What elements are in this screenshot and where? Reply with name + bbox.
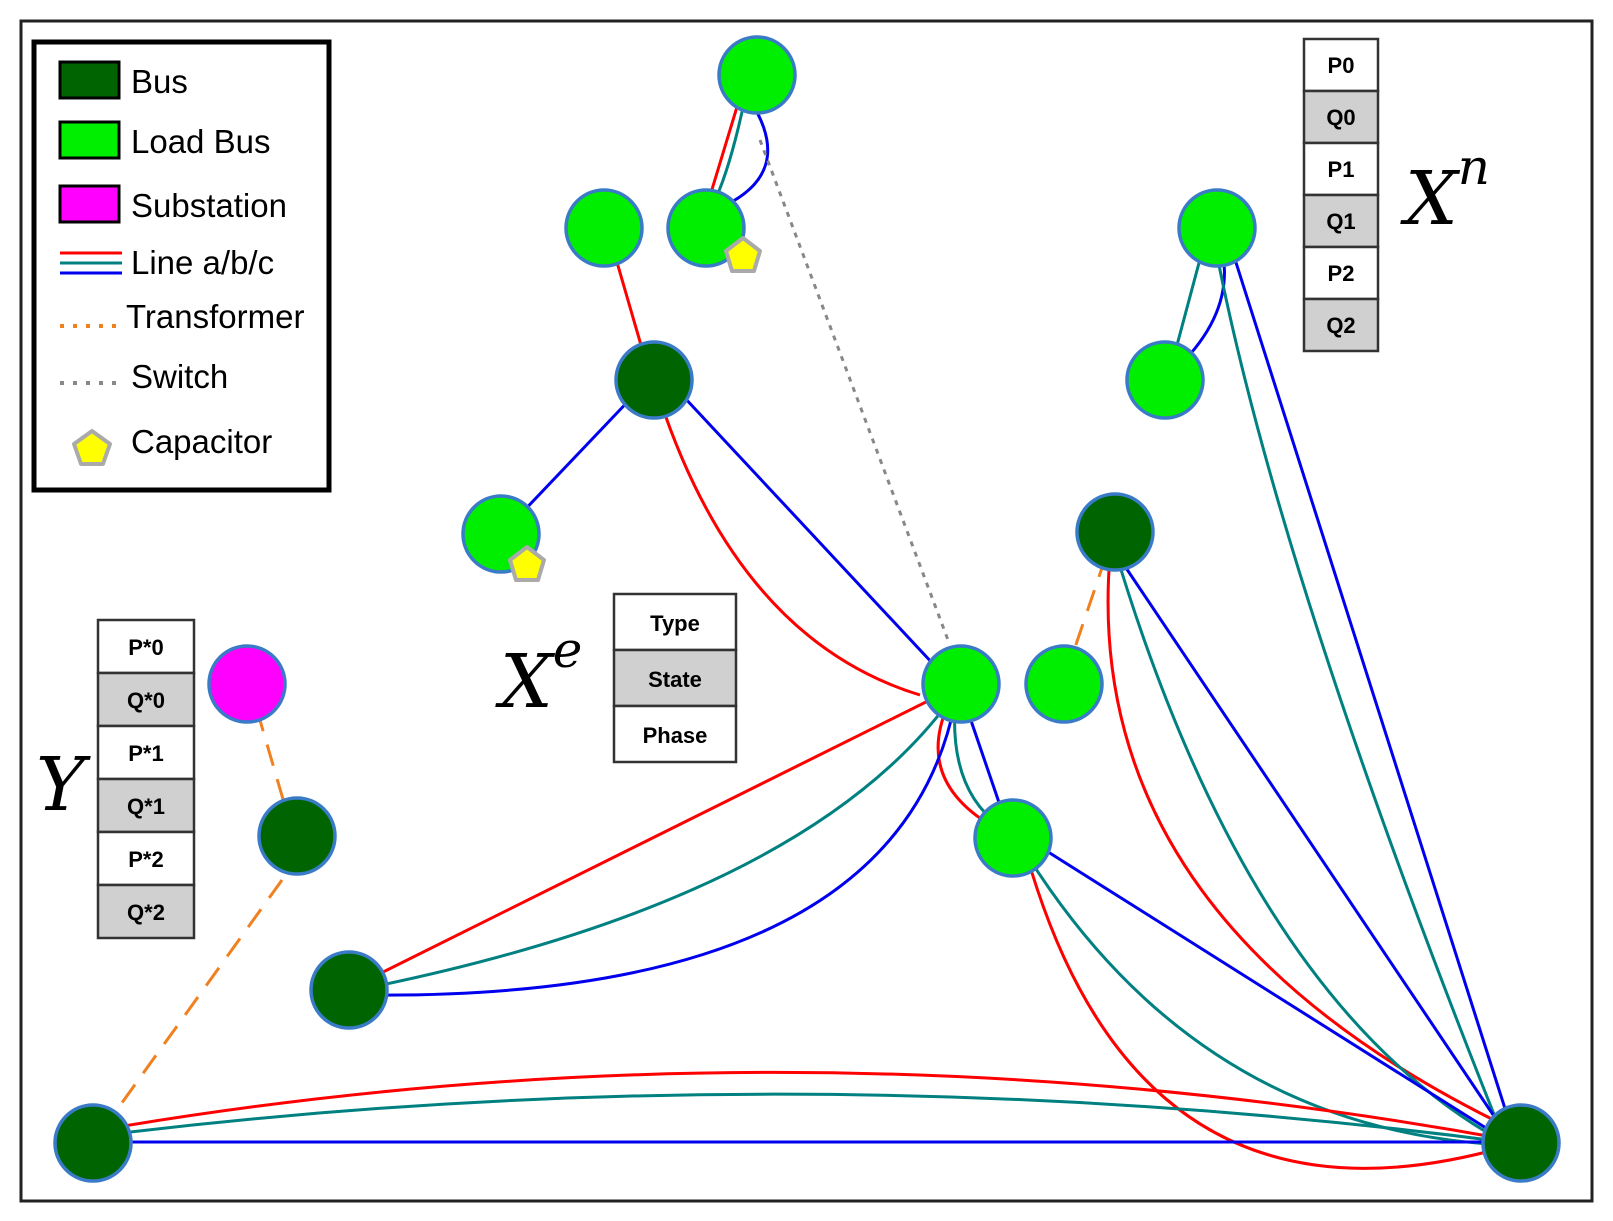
- legend-label-transformer: Transformer: [126, 298, 304, 335]
- target-feature-cell: Q*0: [127, 688, 165, 713]
- bus-node: [614, 340, 694, 420]
- line-c-edge: [1114, 552, 1512, 1141]
- dark-green-box-icon: [58, 60, 121, 100]
- target-feature-cell: Q*1: [127, 794, 165, 819]
- edges-layer: [99, 96, 1517, 1170]
- line-b-edge: [1214, 249, 1507, 1143]
- load-bus-node: [1024, 644, 1104, 724]
- node-feature-table: P0 Q0 P1 Q1 P2 Q2: [1302, 37, 1380, 353]
- legend: Bus Load Bus Substation Line a/b/c Trans…: [31, 39, 332, 493]
- legend-label-capacitor: Capacitor: [131, 423, 272, 460]
- magenta-box-icon: [58, 184, 121, 224]
- substation-node: [207, 644, 287, 724]
- target-feature-cell: P*2: [128, 847, 163, 872]
- yellow-pentagon-icon: [72, 429, 112, 466]
- load-bus-node: [921, 644, 1001, 724]
- nodes-layer: [53, 35, 1561, 1183]
- target-feature-cell: P*1: [128, 741, 163, 766]
- bus-node: [53, 1103, 133, 1183]
- line-c-edge: [515, 391, 638, 520]
- legend-label-substation: Substation: [131, 187, 287, 224]
- node-feature-cell: Q2: [1326, 313, 1355, 338]
- line-a-edge: [936, 704, 993, 828]
- bus-node: [1075, 492, 1155, 572]
- legend-label-line: Line a/b/c: [131, 244, 274, 281]
- edge-feature-cell: State: [648, 667, 702, 692]
- legend-label-load-bus: Load Bus: [131, 123, 270, 160]
- line-a-edge: [1025, 855, 1506, 1170]
- edge-feature-label: Xe: [495, 621, 582, 725]
- node-feature-cell: P0: [1328, 53, 1355, 78]
- line-b-edge: [1025, 854, 1506, 1147]
- target-feature-label: Y: [36, 742, 91, 828]
- bus-node: [309, 950, 389, 1030]
- node-feature-cell: P2: [1328, 261, 1355, 286]
- edge-feature-table: Type State Phase: [612, 592, 738, 764]
- target-feature-cell: P*0: [128, 635, 163, 660]
- node-feature-cell: Q1: [1326, 209, 1355, 234]
- line-a-edge: [658, 399, 921, 697]
- light-green-box-icon: [58, 120, 121, 160]
- transformer-edge: [104, 879, 284, 1126]
- line-c-edge: [1230, 249, 1517, 1141]
- node-feature-cell: Q0: [1326, 105, 1355, 130]
- line-c-edge: [681, 394, 937, 668]
- load-bus-node: [564, 188, 644, 268]
- bus-node: [257, 796, 337, 876]
- line-c-edge: [1044, 848, 1506, 1142]
- line-a-edge: [99, 1070, 1511, 1142]
- transformer-edge: [1066, 555, 1108, 669]
- line-b-edge: [366, 702, 950, 990]
- line-b-edge: [104, 1092, 1506, 1144]
- load-bus-node: [1177, 188, 1257, 268]
- capacitor-icon: [724, 236, 762, 273]
- transformer-edge: [255, 709, 294, 831]
- line-b-edge: [1171, 247, 1205, 361]
- load-bus-node: [717, 35, 797, 115]
- edge-feature-cell: Type: [650, 611, 700, 636]
- legend-label-switch: Switch: [131, 358, 228, 395]
- load-bus-node: [973, 798, 1053, 878]
- three-line-icon: [60, 251, 122, 275]
- load-bus-node: [1125, 340, 1205, 420]
- line-c-edge: [366, 702, 957, 997]
- line-a-edge: [708, 96, 742, 197]
- capacitor-icon: [508, 545, 546, 582]
- bus-node: [1481, 1103, 1561, 1183]
- target-feature-table: P*0 Q*0 P*1 Q*1 P*2 Q*2: [96, 618, 196, 940]
- load-bus-node: [666, 188, 746, 268]
- switch-edge: [758, 139, 950, 641]
- edge-feature-cell: Phase: [643, 723, 708, 748]
- line-a-edge: [366, 693, 941, 982]
- node-feature-label: Xn: [1400, 138, 1490, 242]
- node-feature-cell: P1: [1328, 157, 1355, 182]
- target-feature-cell: Q*2: [127, 900, 165, 925]
- line-c-edge: [963, 702, 1007, 821]
- legend-label-bus: Bus: [131, 63, 188, 100]
- legend-box: [31, 39, 332, 493]
